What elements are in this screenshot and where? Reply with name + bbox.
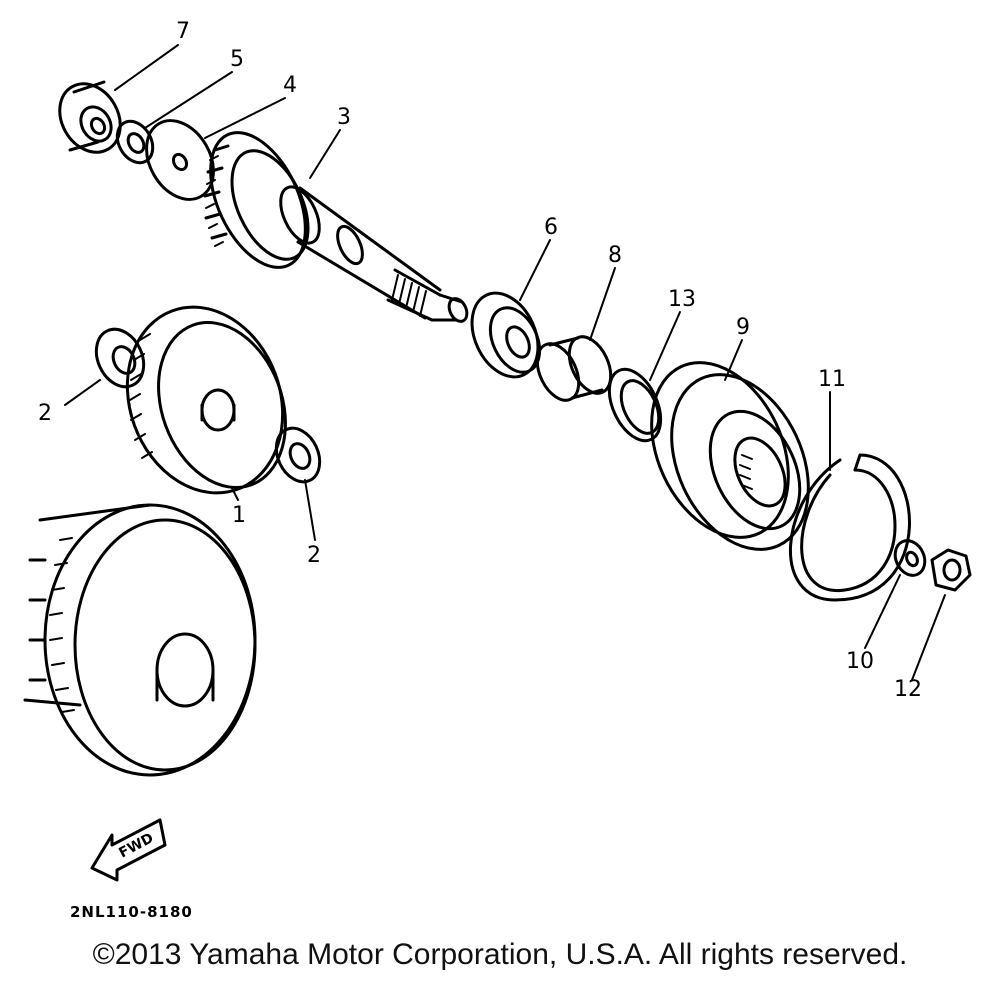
callout-2-lower: 2: [307, 543, 321, 568]
callout-12: 12: [894, 677, 922, 702]
part-9-pulley: [650, 361, 810, 551]
part-7-bearing: [58, 80, 122, 154]
callout-7: 7: [176, 19, 190, 44]
drawing-code: 2NL110-8180: [70, 903, 193, 921]
diagram-canvas: FWD 2NL110-8180 7 5 4 3 6 8 13 9 11 2 2 …: [23, 19, 972, 921]
callout-5: 5: [230, 47, 244, 72]
part-10-washer: [893, 539, 927, 577]
part-6-bearing: [470, 291, 542, 379]
callout-10: 10: [846, 649, 874, 674]
part-11-lock-washer: [789, 453, 911, 602]
part-12-nut: [930, 548, 972, 592]
part-3-gear-shaft: [203, 131, 469, 323]
copyright-notice: ©2013 Yamaha Motor Corporation, U.S.A. A…: [92, 938, 908, 971]
callout-3: 3: [337, 105, 351, 130]
callout-2-upper: 2: [38, 401, 52, 426]
callout-1: 1: [232, 503, 246, 528]
part-1-gear: [125, 305, 287, 495]
callout-6: 6: [544, 215, 558, 240]
callouts: 7 5 4 3 6 8 13 9 11 2 2 1 10 12: [38, 19, 922, 702]
clutch-housing: [23, 503, 257, 777]
leader-lines: [64, 44, 946, 681]
callout-13: 13: [668, 287, 696, 312]
callout-8: 8: [608, 243, 622, 268]
callout-9: 9: [736, 315, 750, 340]
callout-4: 4: [283, 73, 297, 98]
part-2-bearing-lower: [274, 426, 322, 484]
part-4-plate: [145, 119, 215, 201]
part-8-collar: [535, 335, 613, 402]
fwd-direction-arrow: FWD: [90, 818, 167, 882]
callout-11: 11: [818, 367, 846, 392]
fwd-label: FWD: [116, 830, 156, 861]
